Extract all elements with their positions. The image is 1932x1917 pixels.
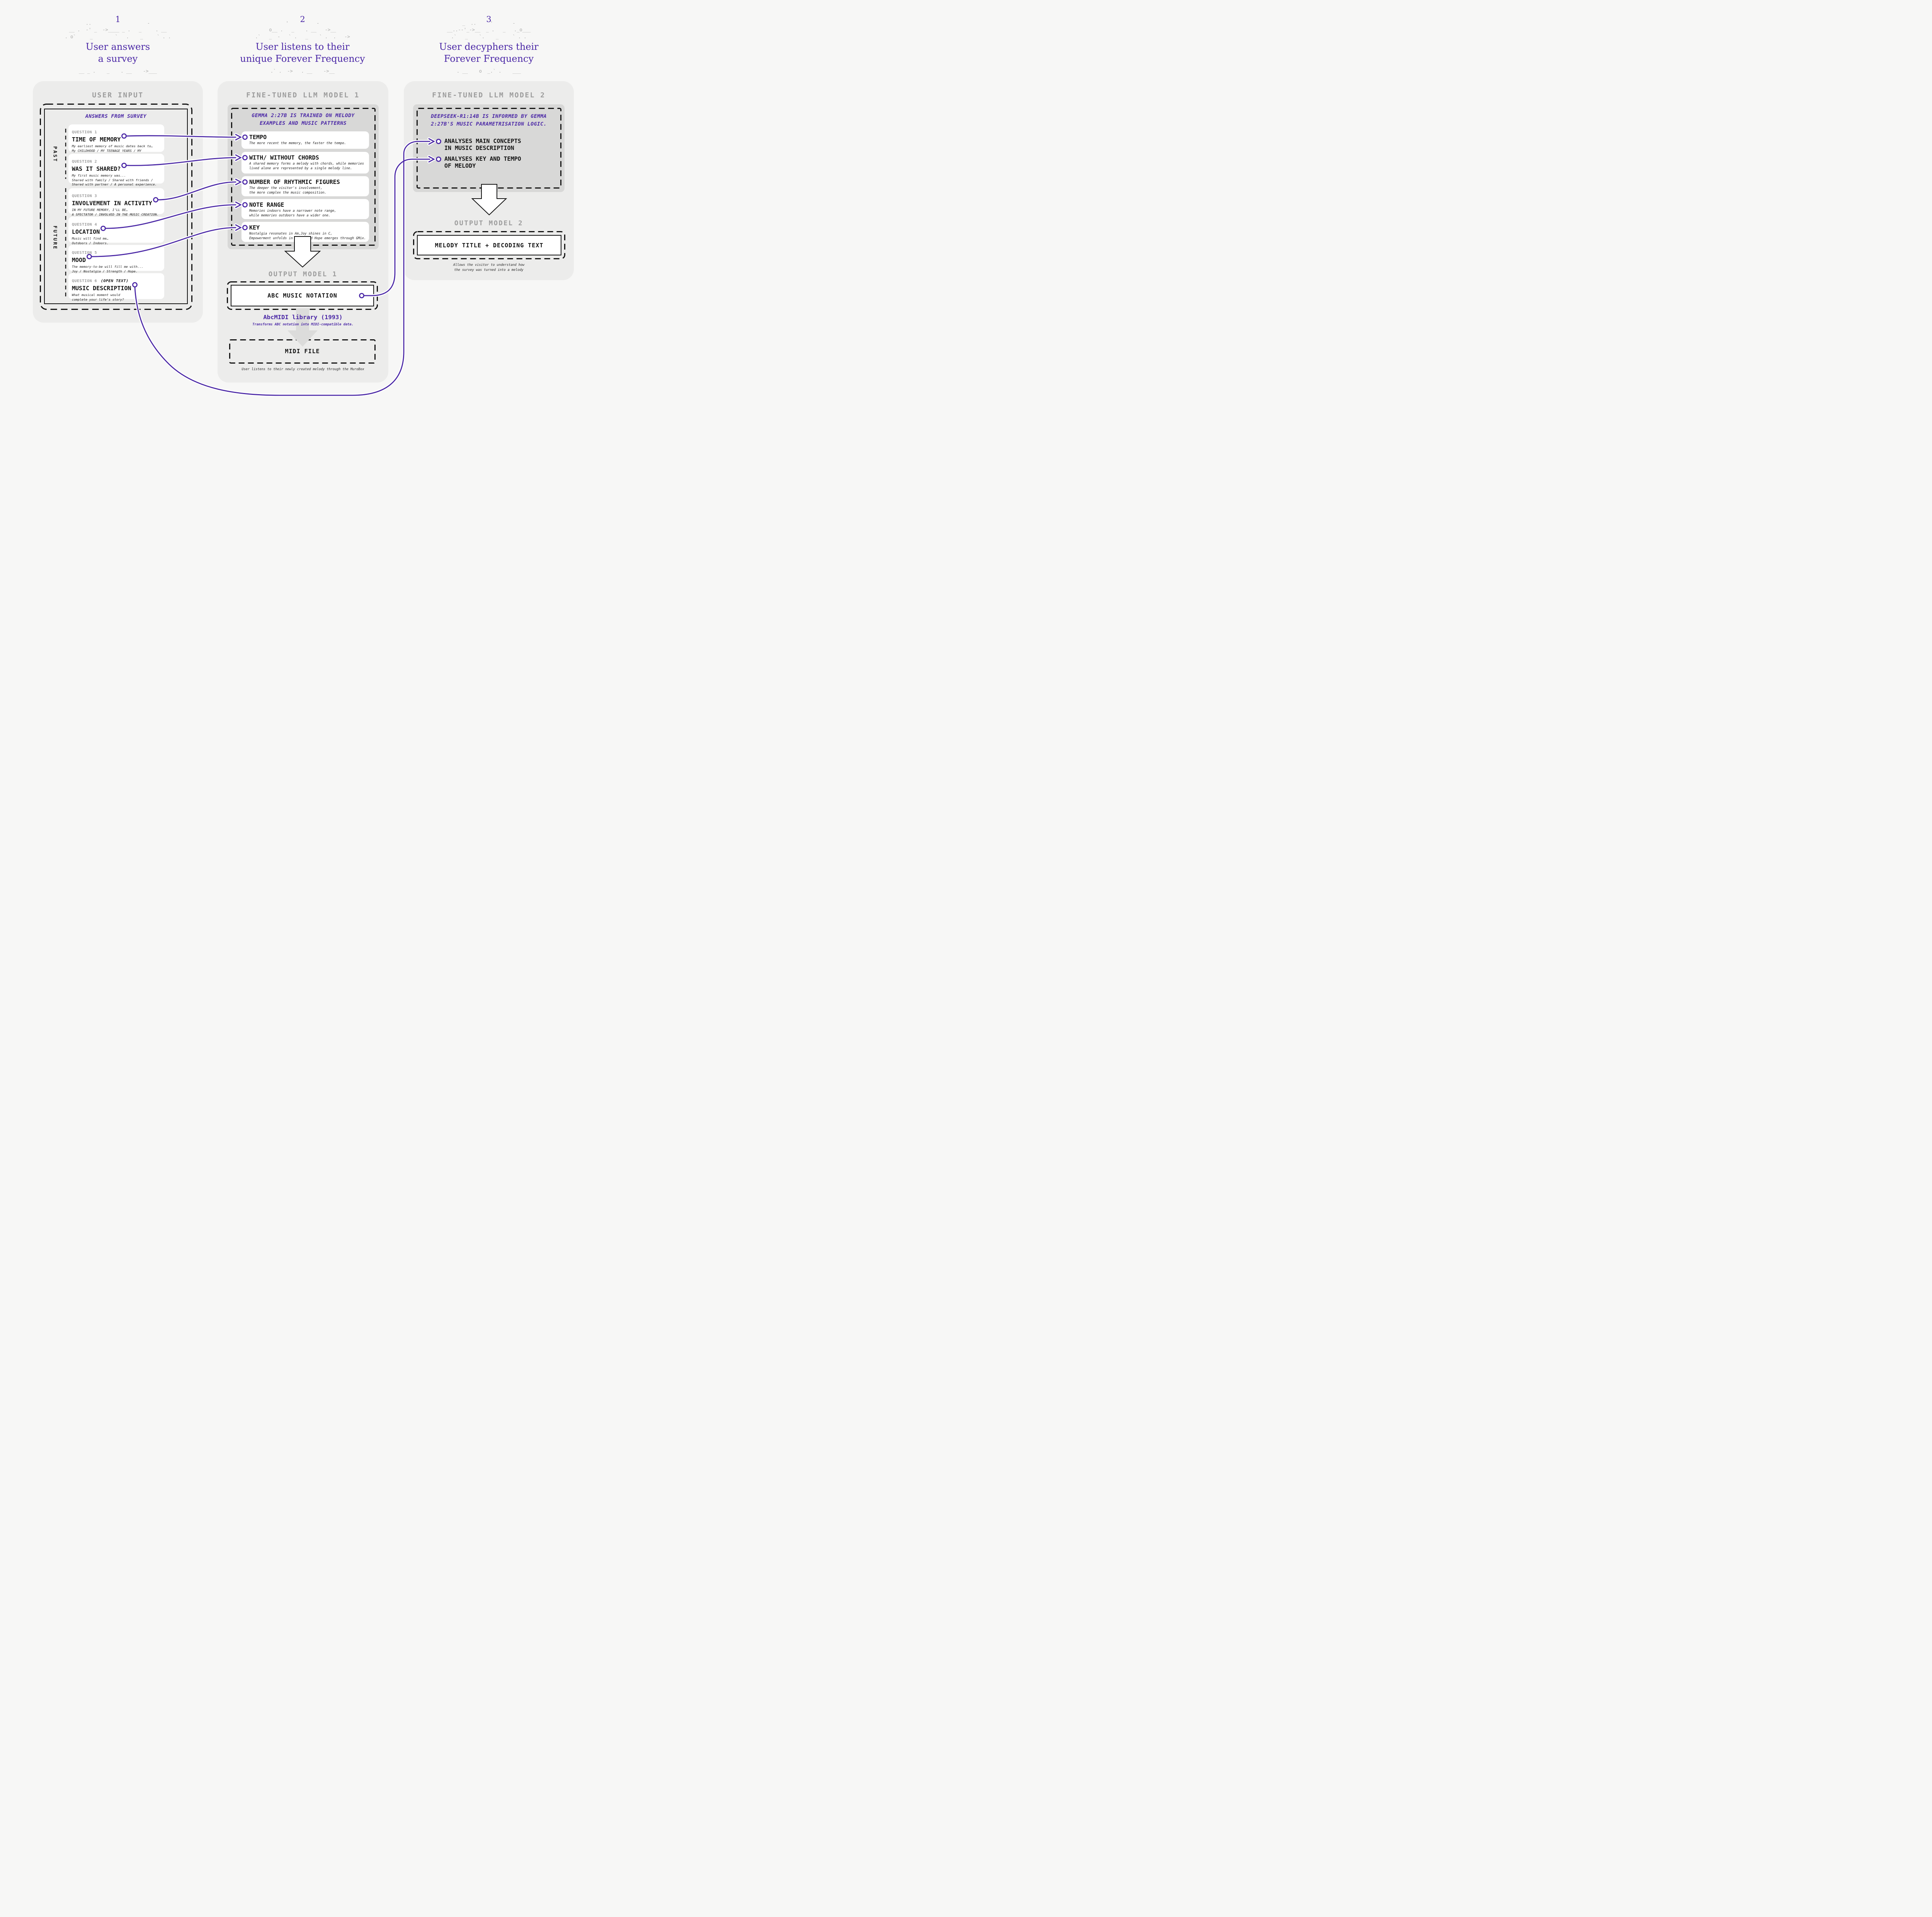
param-key-desc: Nostalgia resonates in Am,Joy shines in … xyxy=(249,232,366,240)
question-1-title: TIME OF MEMORY xyxy=(72,136,121,143)
output-model1-heading: OUTPUT MODEL 1 xyxy=(268,270,338,278)
step2-title: User listens to their unique Forever Fre… xyxy=(240,41,365,64)
ascii-art-step3-top: _ .. ' - __..--'_->__ _ . _ ._o___ .` _ … xyxy=(447,20,531,39)
question-2-title: WAS IT SHARED? xyxy=(72,165,121,172)
model2-heading: FINE-TUNED LLM MODEL 2 xyxy=(432,91,546,99)
abcmidi-library-title: AbcMIDI library (1993) xyxy=(263,314,343,321)
ascii-art-step2-bottom: .` . -> . __ ->__ xyxy=(270,68,335,74)
past-label: PAST xyxy=(52,146,58,163)
question-1-label: QUESTION 1 xyxy=(72,130,97,134)
param-note-range-desc: Memories indoors have a narrower note ra… xyxy=(249,209,337,218)
param-card-tempo: TEMPO The more recent the memory, the fa… xyxy=(242,131,369,149)
question-3-desc: IN MY FUTURE MEMORY, I’LL BE… A SPECTATO… xyxy=(72,208,159,216)
ascii-art-step3-bottom: . __ o _.` . ___ xyxy=(456,68,521,74)
question-6-label: QUESTION 6 xyxy=(72,279,97,283)
step1-number: 1 xyxy=(115,15,121,24)
melody-title-box: MELODY TITLE + DECODING TEXT xyxy=(417,235,561,255)
step1-title: User answers a survey xyxy=(85,41,150,64)
model2-bullet-1: ANALYSES MAIN CONCEPTS IN MUSIC DESCRIPT… xyxy=(444,138,521,152)
param-chords-title: WITH/ WITHOUT CHORDS xyxy=(249,154,319,161)
question-2-desc: My first music memory was... Shared with… xyxy=(72,173,157,187)
user-input-heading: USER INPUT xyxy=(92,91,144,99)
output-model2-heading: OUTPUT MODEL 2 xyxy=(454,219,524,227)
param-tempo-desc: The more recent the memory, the faster t… xyxy=(249,141,346,145)
param-rhythm-desc: The deeper the visitor's involvement, th… xyxy=(249,186,327,195)
param-note-range-title: NOTE RANGE xyxy=(249,201,284,208)
step3-number: 3 xyxy=(486,15,492,24)
step3-title: User decyphers their Forever Frequency xyxy=(439,41,539,64)
model1-footnote: User listens to their newly created melo… xyxy=(242,367,364,371)
step2-number: 2 xyxy=(300,15,305,24)
question-6-desc: What musical moment would complete your … xyxy=(72,293,124,301)
param-key-title: KEY xyxy=(249,224,260,231)
survey-subtitle: ANSWERS FROM SURVEY xyxy=(85,114,147,119)
future-label: FUTURE xyxy=(52,225,58,250)
model2-note: DEEPSEEK-R1:14B IS INFORMED BY GEMMA 2:2… xyxy=(431,114,547,127)
model2-bullet-2: ANALYSES KEY AND TEMPO OF MELODY xyxy=(444,155,521,170)
question-6-title: MUSIC DESCRIPTION xyxy=(72,285,131,292)
model1-note: GEMMA 2:27B IS TRAINED ON MELODY EXAMPLE… xyxy=(252,113,355,126)
question-3-title: INVOLVEMENT IN ACTIVITY xyxy=(72,200,152,207)
param-card-key: KEY Nostalgia resonates in Am,Joy shines… xyxy=(242,222,369,242)
ascii-art-step1-top: .. ' - __ . -' _ ->____ _ . _ . __ . o` … xyxy=(65,20,171,39)
param-tempo-title: TEMPO xyxy=(249,134,267,141)
diagram-canvas: .. ' - __ . -' _ ->____ _ . _ . __ . o` … xyxy=(0,0,606,429)
abcmidi-library-note: Transforms ABC notation into MIDI-compat… xyxy=(252,323,354,327)
ascii-art-step1-bottom: __ _ . _ . __ ->___ xyxy=(78,68,157,74)
question-card-2: QUESTION 2 WAS IT SHARED? My first music… xyxy=(68,154,164,187)
model2-footnote: Allows the visitor to understand how the… xyxy=(453,263,525,272)
question-4-title: LOCATION xyxy=(72,228,100,235)
question-2-label: QUESTION 2 xyxy=(72,160,97,164)
question-6-suffix: (OPEN TEXT) xyxy=(100,279,129,283)
ascii-art-step2-top: ' - o__ . _ . __ ->__ .` _ - ` . _ ` . .… xyxy=(255,20,350,39)
question-4-label: QUESTION 4 xyxy=(72,223,97,227)
model1-heading: FINE-TUNED LLM MODEL 1 xyxy=(246,91,360,99)
question-card-4: QUESTION 4 LOCATION Music will find me… … xyxy=(68,217,164,245)
param-chords-desc: A shared memory forms a melody with chor… xyxy=(249,162,364,170)
question-4-desc: Music will find me… Outdoors / Indoors. xyxy=(72,236,109,245)
question-card-1: QUESTION 1 TIME OF MEMORY My earliest me… xyxy=(68,124,164,157)
midi-file-box: MIDI FILE xyxy=(285,348,320,355)
abc-notation-box: ABC MUSIC NOTATION xyxy=(231,285,374,306)
param-card-chords: WITH/ WITHOUT CHORDS A shared memory for… xyxy=(242,152,369,173)
question-5-desc: The memory-to-be will fill me with... Jo… xyxy=(72,265,143,273)
question-card-3: QUESTION 3 INVOLVEMENT IN ACTIVITY IN MY… xyxy=(68,188,164,216)
question-5-label: QUESTION 5 xyxy=(72,251,97,255)
question-5-title: MOOD xyxy=(72,257,86,264)
question-card-6: QUESTION 6 (OPEN TEXT) MUSIC DESCRIPTION… xyxy=(68,273,164,301)
param-card-rhythm: NUMBER OF RHYTHMIC FIGURES The deeper th… xyxy=(242,176,369,196)
question-card-5: QUESTION 5 MOOD The memory-to-be will fi… xyxy=(68,245,164,273)
question-3-label: QUESTION 3 xyxy=(72,194,97,198)
param-rhythm-title: NUMBER OF RHYTHMIC FIGURES xyxy=(249,179,340,185)
param-card-note-range: NOTE RANGE Memories indoors have a narro… xyxy=(242,199,369,219)
